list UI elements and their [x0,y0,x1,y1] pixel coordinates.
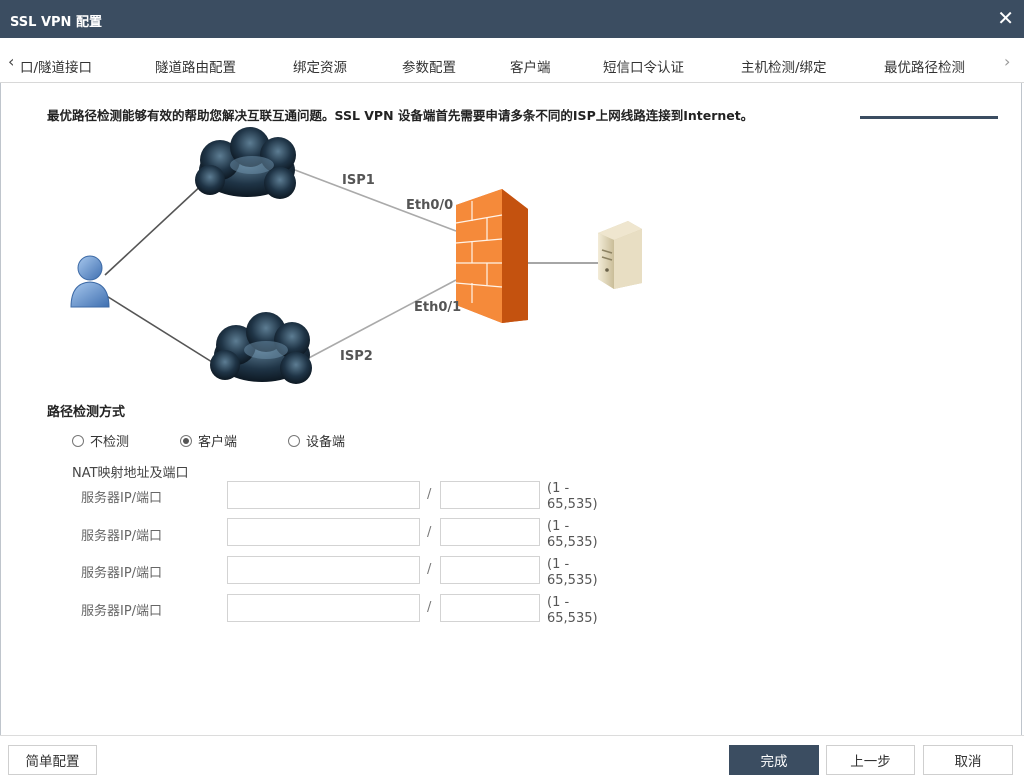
firewall-icon [455,189,528,323]
port-range-hint-4: (1 -65,535) [547,595,598,627]
link-isp1-firewall [294,169,457,232]
server-ip-input-2[interactable] [227,518,420,546]
label-isp1: ISP1 [342,173,375,188]
radio-client[interactable]: 客户端 [180,431,237,450]
user-icon [70,255,110,308]
server-ip-input-1[interactable] [227,481,420,509]
tab-strip: ‹ 口/隧道接口 隧道路由配置 绑定资源 参数配置 客户端 短信口令认证 主机检… [0,38,1024,119]
port-range-hint-1: (1 -65,535) [547,481,598,513]
server-port-input-2[interactable] [440,518,540,546]
ip-port-separator-4: / [427,600,432,615]
cancel-button[interactable]: 取消 [923,745,1013,775]
finish-button[interactable]: 完成 [729,745,819,775]
cloud-isp2-icon [210,312,312,384]
tab-host-check[interactable]: 主机检测/绑定 [741,60,827,76]
tab-sms-auth[interactable]: 短信口令认证 [603,60,684,76]
intro-text: 最优路径检测能够有效的帮助您解决互联互通问题。SSL VPN 设备端首先需要申请… [47,108,754,123]
port-range-line2-3: 65,535) [547,573,598,588]
simple-config-button[interactable]: 简单配置 [8,745,97,775]
radio-client-circle[interactable] [180,434,192,447]
network-topology-diagram: ISP1 Eth0/0 Eth0/1 ISP2 [70,127,642,384]
cloud-isp1-icon [195,127,296,199]
server-ip-input-3[interactable] [227,556,420,584]
port-range-hint-2: (1 -65,535) [547,519,598,551]
server-ip-port-label-3: 服务器IP/端口 [81,566,163,581]
radio-client-label: 客户端 [198,435,238,450]
ip-port-separator-2: / [427,525,432,540]
window-title: SSL VPN 配置 [10,15,102,30]
radio-no-detect[interactable]: 不检测 [72,431,129,450]
radio-device-circle[interactable] [288,434,300,447]
tab-tunnel-route[interactable]: 隧道路由配置 [155,60,236,76]
label-eth0-1: Eth0/1 [414,300,461,315]
tab-parameters[interactable]: 参数配置 [402,60,456,76]
active-tab-indicator [860,116,998,119]
label-isp2: ISP2 [340,349,373,364]
server-port-input-4[interactable] [440,594,540,622]
chevron-left-icon[interactable]: ‹ [8,52,15,71]
radio-device-label: 设备端 [306,435,346,450]
previous-step-button[interactable]: 上一步 [826,745,915,775]
detection-method-title: 路径检测方式 [47,405,126,420]
window-right-edge [1021,38,1022,783]
tab-tunnel-interface[interactable]: 口/隧道接口 [20,60,93,76]
window-left-edge [0,38,1,783]
chevron-right-icon[interactable]: › [1004,52,1011,71]
port-range-line2-4: 65,535) [547,611,598,626]
port-range-line1-2: (1 - [547,519,570,534]
tab-optimal-path[interactable]: 最优路径检测 [884,60,965,76]
link-user-isp1 [104,181,206,276]
server-ip-port-label-1: 服务器IP/端口 [81,491,163,506]
ip-port-separator-3: / [427,562,432,577]
link-user-isp2 [104,294,221,368]
nat-section-title: NAT映射地址及端口 [72,466,189,481]
port-range-line1-3: (1 - [547,557,570,572]
close-icon[interactable]: ✕ [997,6,1014,30]
tab-client[interactable]: 客户端 [510,60,551,76]
port-range-line2-1: 65,535) [547,497,598,512]
port-range-line1-4: (1 - [547,595,570,610]
link-isp2-firewall [304,279,457,361]
dialog-footer: 简单配置 完成 上一步 取消 [0,735,1024,784]
radio-no-detect-circle[interactable] [72,434,84,447]
port-range-line2-2: 65,535) [547,535,598,550]
server-icon [598,221,642,289]
server-ip-input-4[interactable] [227,594,420,622]
port-range-line1-1: (1 - [547,481,570,496]
title-bar: SSL VPN 配置 ✕ [0,0,1024,38]
ip-port-separator-1: / [427,487,432,502]
port-range-hint-3: (1 -65,535) [547,557,598,589]
server-port-input-1[interactable] [440,481,540,509]
radio-no-detect-label: 不检测 [90,435,130,450]
label-eth0-0: Eth0/0 [406,198,453,213]
server-ip-port-label-2: 服务器IP/端口 [81,529,163,544]
radio-device[interactable]: 设备端 [288,431,345,450]
server-ip-port-label-4: 服务器IP/端口 [81,604,163,619]
server-port-input-3[interactable] [440,556,540,584]
tab-bind-resource[interactable]: 绑定资源 [293,60,347,76]
